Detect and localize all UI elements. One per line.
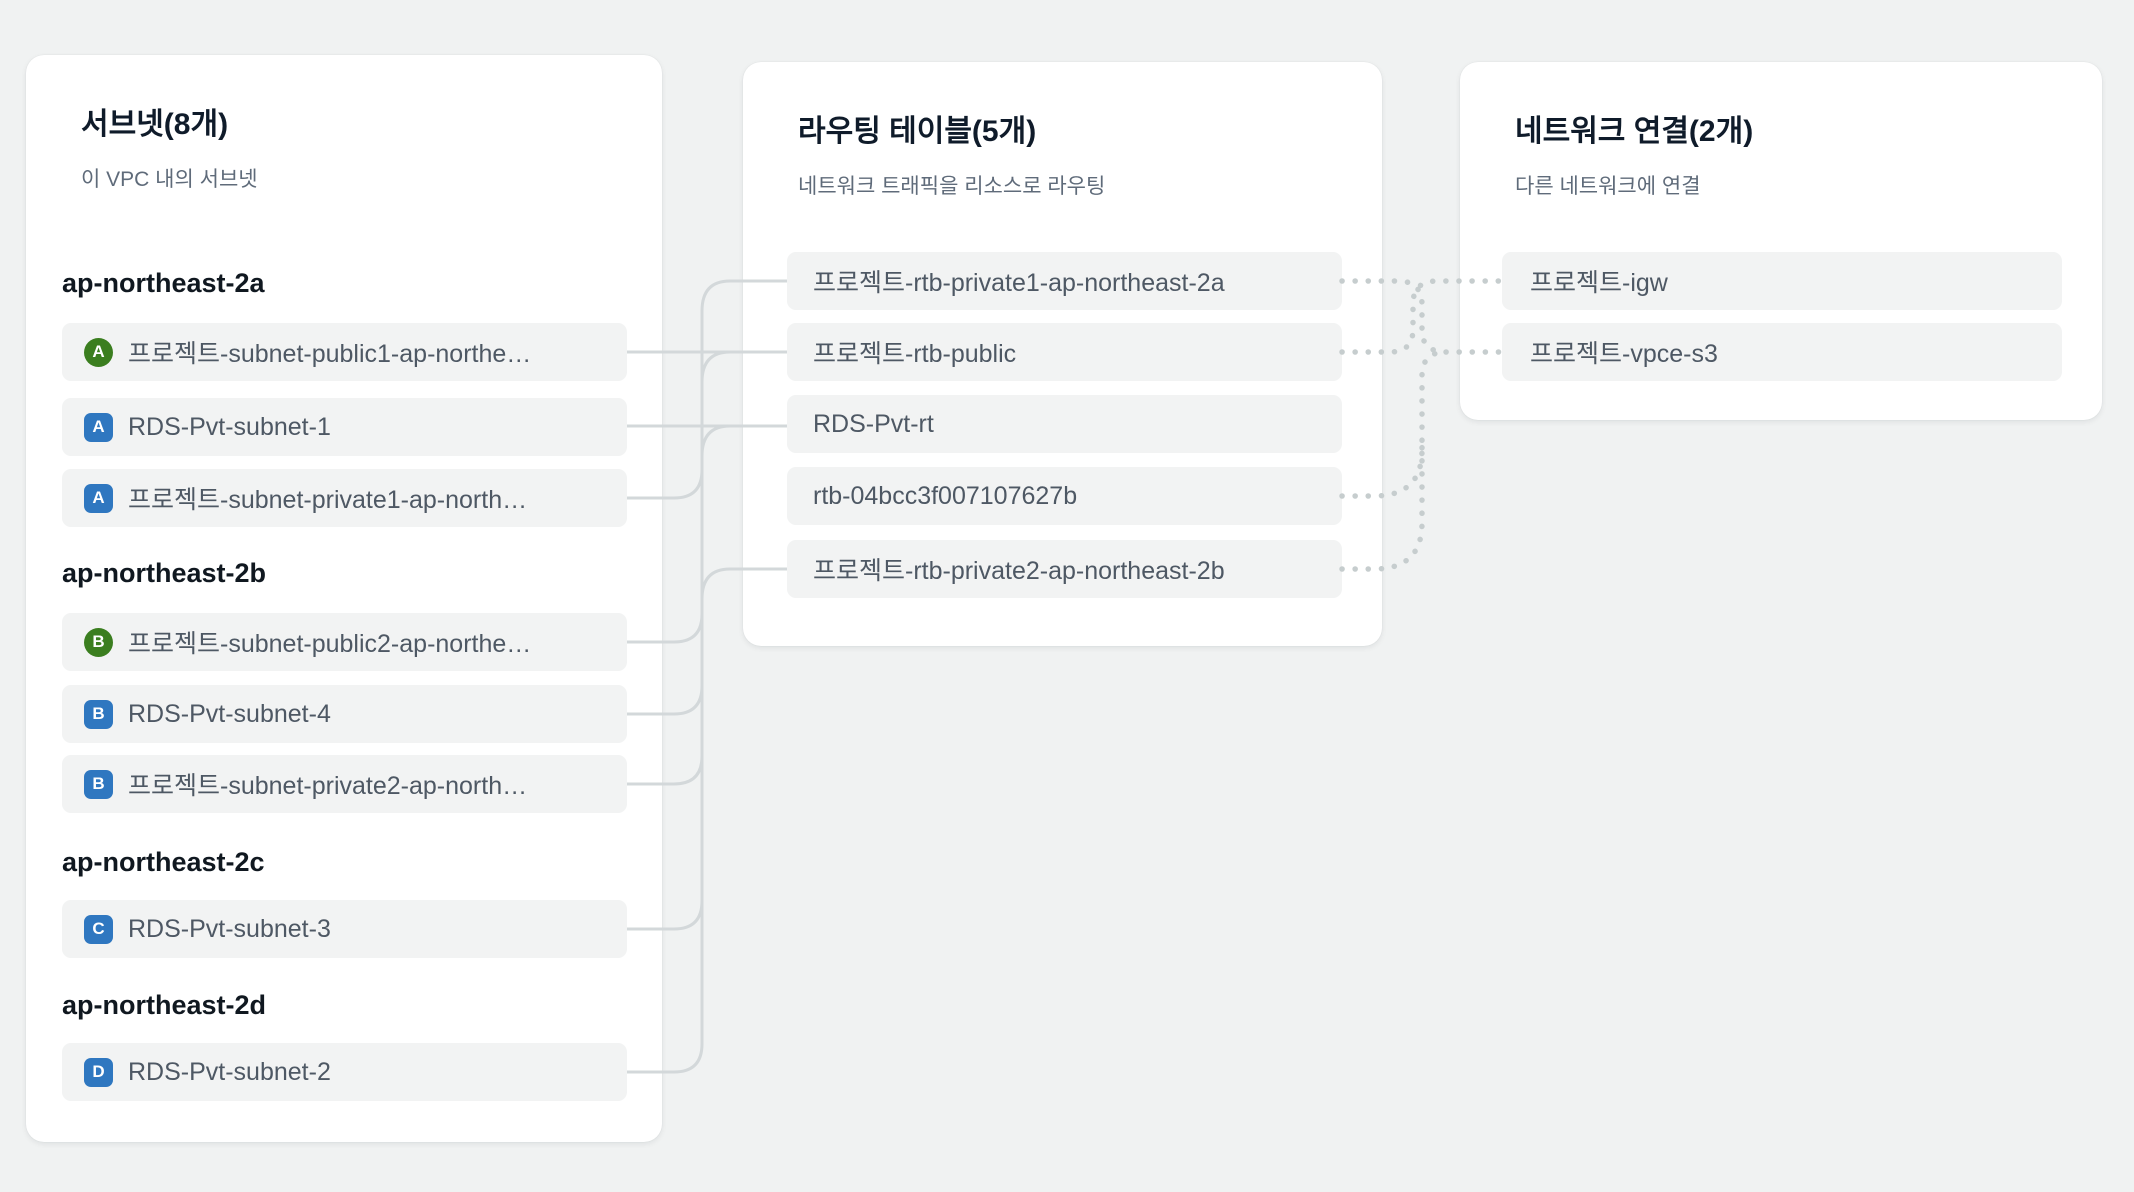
az-a-public-badge: A [84,337,113,367]
route-tables-card-subtitle: 네트워크 트래픽을 리소스로 라우팅 [798,175,1106,198]
route-table-name: RDS-Pvt-rt [813,409,934,438]
subnets-card: 서브넷(8개) 이 VPC 내의 서브넷 ap-northeast-2a A 프… [26,55,662,1142]
subnet-name: 프로젝트-subnet-private2-ap-north… [128,772,528,800]
route-table-name: 프로젝트-rtb-public [813,340,1017,368]
subnet-row[interactable]: B 프로젝트-subnet-private2-ap-north… [62,755,627,813]
route-tables-card: 라우팅 테이블(5개) 네트워크 트래픽을 리소스로 라우팅 프로젝트-rtb-… [743,62,1382,646]
subnet-row[interactable]: A 프로젝트-subnet-public1-ap-northe… [62,323,627,381]
connection-name: 프로젝트-igw [1530,269,1668,297]
connection-name: 프로젝트-vpce-s3 [1530,340,1718,368]
route-table-name: 프로젝트-rtb-private1-ap-northeast-2a [813,269,1225,297]
route-table-row[interactable]: 프로젝트-rtb-public [787,323,1342,381]
az-a-private-badge: A [84,412,113,442]
connection-row[interactable]: 프로젝트-vpce-s3 [1502,323,2062,381]
subnet-name: RDS-Pvt-subnet-3 [128,914,331,943]
az-c-private-badge: C [84,914,113,944]
subnet-row[interactable]: B 프로젝트-subnet-public2-ap-northe… [62,613,627,671]
network-connections-card-title: 네트워크 연결(2개) [1515,115,1754,148]
route-table-row[interactable]: 프로젝트-rtb-private2-ap-northeast-2b [787,540,1342,598]
route-table-row[interactable]: rtb-04bcc3f007107627b [787,467,1342,525]
az-header-2a: ap-northeast-2a [62,268,265,298]
subnet-row[interactable]: D RDS-Pvt-subnet-2 [62,1043,627,1101]
subnet-name: 프로젝트-subnet-private1-ap-north… [128,486,528,514]
subnet-name: 프로젝트-subnet-public1-ap-northe… [128,340,532,368]
route-tables-card-title: 라우팅 테이블(5개) [798,115,1037,148]
subnets-card-title: 서브넷(8개) [81,108,229,141]
az-header-2c: ap-northeast-2c [62,847,265,877]
subnet-name: RDS-Pvt-subnet-2 [128,1057,331,1086]
route-table-name: rtb-04bcc3f007107627b [813,481,1078,510]
subnet-row[interactable]: B RDS-Pvt-subnet-4 [62,685,627,743]
az-b-private-badge: B [84,699,113,729]
connection-row[interactable]: 프로젝트-igw [1502,252,2062,310]
subnet-name: 프로젝트-subnet-public2-ap-northe… [128,630,532,658]
subnet-row[interactable]: A RDS-Pvt-subnet-1 [62,398,627,456]
route-table-row[interactable]: 프로젝트-rtb-private1-ap-northeast-2a [787,252,1342,310]
subnets-card-subtitle: 이 VPC 내의 서브넷 [81,168,258,191]
subnet-name: RDS-Pvt-subnet-4 [128,699,331,728]
route-table-name: 프로젝트-rtb-private2-ap-northeast-2b [813,557,1225,585]
az-a-private-badge: A [84,483,113,513]
network-connections-card-subtitle: 다른 네트워크에 연결 [1515,175,1701,198]
route-table-row[interactable]: RDS-Pvt-rt [787,395,1342,453]
az-d-private-badge: D [84,1057,113,1087]
az-b-public-badge: B [84,627,113,657]
az-b-private-badge: B [84,769,113,799]
subnet-name: RDS-Pvt-subnet-1 [128,412,331,441]
subnet-row[interactable]: C RDS-Pvt-subnet-3 [62,900,627,958]
subnet-row[interactable]: A 프로젝트-subnet-private1-ap-north… [62,469,627,527]
network-connections-card: 네트워크 연결(2개) 다른 네트워크에 연결 프로젝트-igw 프로젝트-vp… [1460,62,2102,420]
az-header-2b: ap-northeast-2b [62,558,267,588]
az-header-2d: ap-northeast-2d [62,990,267,1020]
